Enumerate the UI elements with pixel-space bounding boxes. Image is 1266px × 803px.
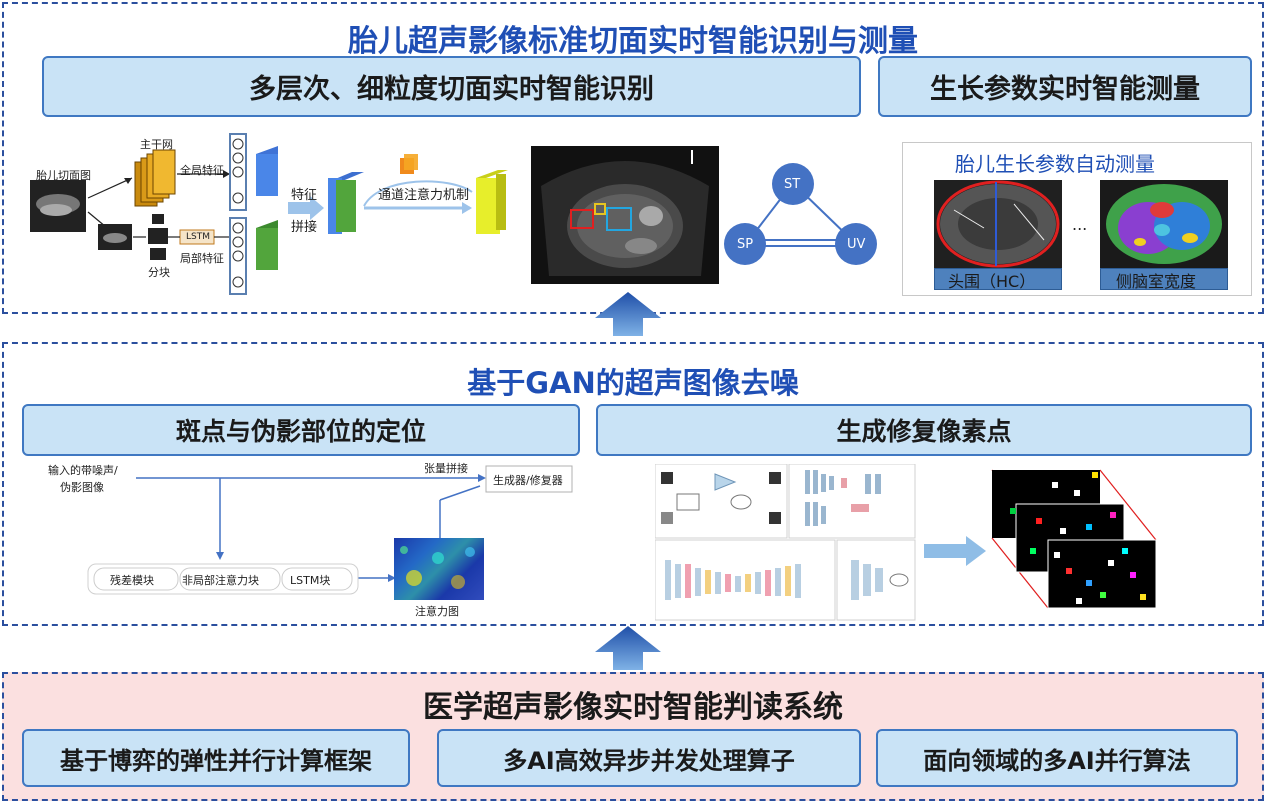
lstm-label: LSTM (186, 232, 210, 242)
block-lstm: LSTM块 (290, 574, 331, 587)
generator-box (485, 465, 573, 493)
middle-right-header: 生成修复像素点 (596, 404, 1252, 456)
plane-relation-graph (724, 163, 877, 265)
recognition-pipeline (30, 133, 508, 295)
fuse-label-2: 拼接 (291, 220, 318, 235)
up-arrow-icon-2 (595, 626, 661, 670)
concat-label: 张量拼接 (424, 462, 468, 475)
block-nonlocal: 非局部注意力块 (182, 574, 259, 587)
bottom-box-operator: 多AI高效异步并发处理算子 (437, 729, 861, 787)
attention-map (394, 538, 484, 600)
top-right-header: 生长参数实时智能测量 (878, 56, 1252, 117)
ventricle-image (1100, 180, 1228, 268)
global-feature-column (229, 133, 247, 211)
node-sp-label: SP (737, 237, 754, 252)
bottom-box-algorithm: 面向领域的多AI并行算法 (876, 729, 1238, 787)
denoise-flow (87, 465, 573, 595)
measure-ellipsis: ... (1072, 215, 1088, 234)
hc-label: 头围（HC） (948, 272, 1036, 291)
detection-ultrasound-image (531, 146, 719, 284)
attention-map-label: 注意力图 (415, 605, 459, 618)
fuse-label-1: 特征 (291, 188, 318, 203)
top-left-header: 多层次、细粒度切面实时智能识别 (42, 56, 861, 117)
local-feature-column (229, 217, 247, 295)
generator-label: 生成器/修复器 (493, 474, 563, 487)
detection-box-yellow (594, 203, 606, 215)
attention-label: 通道注意力机制 (378, 188, 470, 203)
block-residual: 残差模块 (110, 574, 154, 587)
detection-box-blue (606, 207, 632, 231)
backbone-label: 主干网 (140, 138, 173, 151)
middle-left-header: 斑点与伪影部位的定位 (22, 404, 580, 456)
measurement-title: 胎儿生长参数自动测量 (955, 152, 1155, 176)
bottom-title: 医学超声影像实时智能判读系统 (423, 690, 843, 725)
bottom-box-framework: 基于博弈的弹性并行计算框架 (22, 729, 410, 787)
input-noisy-label-1: 输入的带噪声/ (48, 464, 118, 477)
up-arrow-icon (595, 292, 661, 336)
right-arrow-icon (924, 536, 986, 566)
gan-architecture-figure (655, 464, 916, 621)
fused-green-slab (336, 180, 356, 232)
node-st (772, 163, 814, 205)
ventricle-label: 侧脑室宽度 (1116, 272, 1197, 291)
detection-box-red (570, 209, 594, 229)
node-st-label: ST (784, 177, 801, 192)
input-noisy-label-2: 伪影图像 (60, 481, 104, 494)
node-sp (724, 223, 766, 265)
global-feature-label: 全局特征 (180, 164, 224, 177)
input-label: 胎儿切面图 (36, 169, 91, 182)
middle-title: 基于GAN的超声图像去噪 (467, 366, 799, 400)
ventricle-label-box (1100, 268, 1228, 290)
hc-image (934, 180, 1062, 268)
hc-ellipse (936, 180, 1060, 268)
patch-label: 分块 (148, 266, 170, 279)
fuse-arrow (288, 196, 324, 220)
local-feature-label: 局部特征 (180, 252, 224, 265)
hc-label-box (934, 268, 1062, 290)
node-uv (835, 223, 877, 265)
node-uv-label: UV (847, 237, 866, 252)
repaired-pixel-stack (991, 469, 1157, 609)
top-title: 胎儿超声影像标准切面实时智能识别与测量 (348, 24, 918, 59)
backbone-stack (134, 149, 176, 207)
